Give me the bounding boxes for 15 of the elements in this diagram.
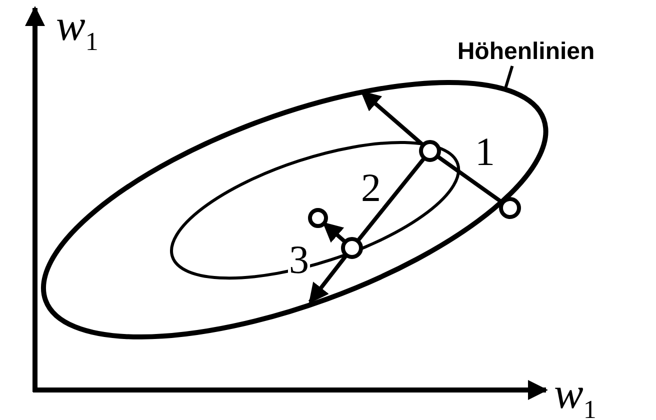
leader-line [504,66,514,90]
iterate-point [498,196,521,219]
axis-label: w$_{1}$ [554,372,596,420]
arrow [308,254,348,304]
contour-label: Höhenlinien [457,40,595,64]
step-line [436,154,504,204]
iterate-point [418,140,441,162]
iterate-point [308,208,328,228]
arrow [360,90,425,147]
step-line [356,156,426,242]
arrow [322,222,347,244]
contour-ellipse [41,80,549,340]
axis-label: w$_{1}$ [56,4,98,55]
contour-ellipse [170,140,460,280]
iterate-point [340,236,363,259]
